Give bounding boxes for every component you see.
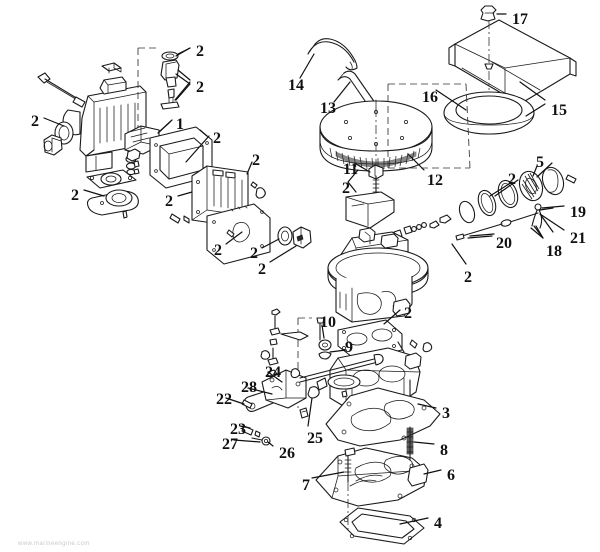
callout-number-2: 2 <box>31 113 39 130</box>
callout-number-27: 27 <box>222 436 238 453</box>
callout-number-2: 2 <box>165 193 173 210</box>
carburetor-body-group <box>316 191 433 411</box>
callout-number-23: 23 <box>230 421 246 438</box>
callout-number-16: 16 <box>422 89 438 106</box>
callout-number-17: 17 <box>512 11 528 28</box>
leader-lines <box>43 13 565 525</box>
callout-number-22: 22 <box>216 391 232 408</box>
watermark: www.marineengine.com <box>18 541 90 547</box>
callout-number-26: 26 <box>279 445 295 462</box>
callout-number-20: 20 <box>496 235 512 252</box>
callout-number-1: 1 <box>176 116 184 133</box>
callout-number-10: 10 <box>320 314 336 331</box>
callout-number-2: 2 <box>196 43 204 60</box>
callout-number-19: 19 <box>570 204 586 221</box>
callout-number-9: 9 <box>345 339 353 356</box>
callout-number-24: 24 <box>265 364 281 381</box>
linkage-group <box>241 308 384 446</box>
callout-number-2: 2 <box>464 269 472 286</box>
callout-number-7: 7 <box>302 477 310 494</box>
top-valve-parts-group <box>137 47 191 132</box>
callout-number-2: 2 <box>214 242 222 259</box>
callout-number-14: 14 <box>288 77 304 94</box>
spacer-gasket-group <box>315 387 441 545</box>
callout-number-5: 5 <box>536 154 544 171</box>
callout-number-2: 2 <box>258 261 266 278</box>
callout-number-2: 2 <box>342 180 350 197</box>
callout-number-8: 8 <box>440 442 448 459</box>
callout-number-2: 2 <box>213 130 221 147</box>
callout-number-2: 2 <box>71 187 79 204</box>
callout-number-6: 6 <box>447 467 455 484</box>
air-cleaner-group <box>307 5 577 197</box>
callout-number-2: 2 <box>250 245 258 262</box>
callout-number-3: 3 <box>442 405 450 422</box>
valve-block-part <box>169 165 312 265</box>
callout-number-4: 4 <box>434 515 442 532</box>
callout-number-15: 15 <box>551 102 567 119</box>
callout-number-13: 13 <box>320 100 336 117</box>
callout-number-28: 28 <box>241 379 257 396</box>
choke-group <box>393 162 577 241</box>
callout-number-12: 12 <box>427 172 443 189</box>
callout-number-2: 2 <box>404 305 412 322</box>
callout-number-11: 11 <box>343 161 359 178</box>
fuel-pump-body-group <box>37 62 147 219</box>
callout-number-18: 18 <box>546 243 562 260</box>
callout-number-21: 21 <box>570 230 586 247</box>
callout-number-2: 2 <box>508 171 516 188</box>
long-bolt-part <box>37 72 86 108</box>
callout-number-2: 2 <box>196 79 204 96</box>
callout-number-2: 2 <box>252 152 260 169</box>
callout-number-25: 25 <box>307 430 323 447</box>
